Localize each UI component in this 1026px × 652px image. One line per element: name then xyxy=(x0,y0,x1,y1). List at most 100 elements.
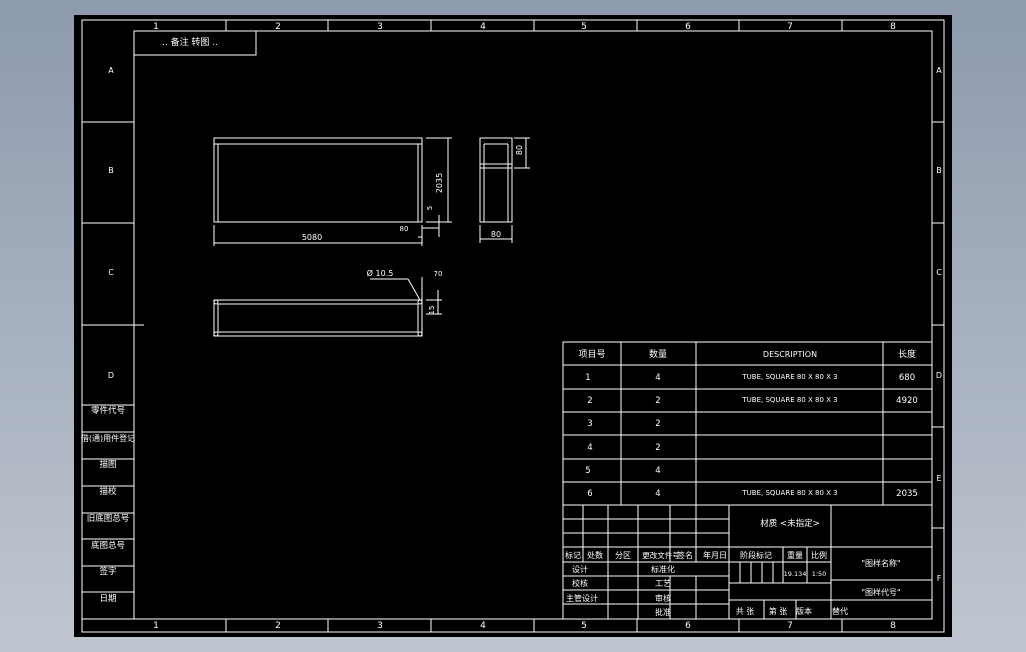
title-material: 材质 <未指定> xyxy=(760,518,819,529)
bom-row-2-length: 4920 xyxy=(896,396,918,406)
bom-row-1-desc: TUBE, SQUARE 80 X 80 X 3 xyxy=(741,373,837,381)
sheet-number: 第 张 xyxy=(769,606,788,616)
col-label-top-2: 2 xyxy=(275,22,281,32)
side-width-dim: 80 xyxy=(491,230,501,239)
col-label-bottom-5: 5 xyxy=(581,621,587,631)
side-height-dim: 80 xyxy=(515,145,524,155)
drawing-name: "图样名称" xyxy=(861,558,900,568)
drawing-number: "图样代号" xyxy=(861,587,900,597)
row-label-left-d: D xyxy=(108,371,114,380)
outer-frame xyxy=(81,19,945,633)
col-label-top-3: 3 xyxy=(377,22,383,32)
left-strip-shared-part: 借(通)用件登记 xyxy=(81,433,135,443)
left-strip-tracing: 描图 xyxy=(99,459,116,470)
stage-header: 阶段标记 xyxy=(740,550,772,560)
top-small-dim-1: 70 xyxy=(434,270,443,278)
bom-row-6-desc: TUBE, SQUARE 80 X 80 X 3 xyxy=(741,489,837,497)
side-view xyxy=(479,137,530,243)
col-label-bottom-7: 7 xyxy=(787,621,793,631)
col-label-top-4: 4 xyxy=(480,22,486,32)
bom-header-item: 项目号 xyxy=(578,349,605,360)
bom-row-6-item: 6 xyxy=(587,489,592,499)
role-reviewer: 审核 xyxy=(655,593,671,603)
title-note: .. 备注 转图 .. xyxy=(162,36,218,48)
total-sheets: 共 张 xyxy=(736,607,755,616)
bom-header-desc: DESCRIPTION xyxy=(763,350,817,359)
bom-row-2-qty: 2 xyxy=(655,396,660,406)
col-label-bottom-2: 2 xyxy=(275,621,281,631)
bom-table-grid xyxy=(562,341,933,506)
rev-header-count: 处数 xyxy=(587,550,603,560)
scale-header: 比例 xyxy=(811,550,827,560)
replaces: 替代 xyxy=(832,606,848,616)
col-label-bottom-8: 8 xyxy=(890,621,896,631)
row-label-left-a: A xyxy=(108,66,114,75)
weight-header: 重量 xyxy=(787,550,803,560)
rev-header-mark: 标记 xyxy=(565,550,581,560)
left-strip-old-base-no: 旧底图总号 xyxy=(87,513,130,524)
left-strip-date: 日期 xyxy=(99,594,116,604)
title-block-grid xyxy=(562,504,933,620)
row-label-right-d: D xyxy=(936,371,942,380)
col-label-bottom-4: 4 xyxy=(480,621,486,631)
col-label-top-7: 7 xyxy=(787,22,793,32)
col-label-top-8: 8 xyxy=(890,22,896,32)
bom-row-2-desc: TUBE, SQUARE 80 X 80 X 3 xyxy=(741,396,837,404)
left-strip xyxy=(81,404,135,620)
weight-value: 19.134 xyxy=(784,570,807,578)
col-label-bottom-6: 6 xyxy=(685,621,691,631)
front-view xyxy=(213,137,452,246)
col-label-bottom-3: 3 xyxy=(377,621,383,631)
row-label-right-e: E xyxy=(936,474,941,483)
version: 版本 xyxy=(796,606,812,616)
front-width-dim: 5080 xyxy=(302,233,322,242)
bom-row-4-qty: 2 xyxy=(655,443,660,453)
left-strip-part-code: 零件代号 xyxy=(91,405,125,416)
row-label-right-b: B xyxy=(936,166,942,175)
row-label-right-f: F xyxy=(937,574,942,583)
row-label-left-c: C xyxy=(108,268,114,277)
bom-row-3-qty: 2 xyxy=(655,419,660,429)
bom-row-5-item: 5 xyxy=(585,466,590,476)
left-strip-base-no: 底图总号 xyxy=(91,540,125,551)
role-approver: 批准 xyxy=(655,607,671,617)
front-small-dim-1: 80 xyxy=(400,225,409,233)
rev-header-zone: 分区 xyxy=(615,551,631,560)
column-markers xyxy=(225,20,843,632)
row-label-right-c: C xyxy=(936,268,942,277)
role-designer: 设计 xyxy=(572,564,588,574)
row-markers xyxy=(82,121,944,529)
inner-frame xyxy=(133,30,933,620)
role-process: 工艺 xyxy=(655,579,671,588)
bom-row-5-qty: 4 xyxy=(655,466,660,476)
bom-header-qty: 数量 xyxy=(649,348,667,360)
bom-rows: 1 4 TUBE, SQUARE 80 X 80 X 3 680 2 2 TUB… xyxy=(585,373,918,499)
front-small-dim-2: 5 xyxy=(426,206,434,210)
col-label-top-1: 1 xyxy=(153,22,159,32)
bom-row-1-length: 680 xyxy=(899,373,915,383)
bom-row-2-item: 2 xyxy=(587,396,592,406)
bom-row-4-item: 4 xyxy=(587,443,592,453)
bom-header-length: 长度 xyxy=(898,348,916,360)
top-small-dim-2: 15 xyxy=(428,306,436,315)
top-view xyxy=(213,277,442,337)
rev-header-doc: 更改文件号 xyxy=(642,550,680,560)
front-height-dim: 2035 xyxy=(435,173,444,193)
rev-header-sign: 签名 xyxy=(677,550,693,560)
bom-row-6-length: 2035 xyxy=(896,489,918,499)
drawing-sheet: 1 2 3 4 5 6 7 8 1 2 3 4 5 6 7 8 A B C D … xyxy=(74,15,952,637)
row-label-right-a: A xyxy=(936,66,942,75)
role-chief-designer: 主管设计 xyxy=(566,593,598,603)
title-note-box xyxy=(133,30,257,56)
bom-row-1-item: 1 xyxy=(585,373,590,383)
left-strip-signature: 签字 xyxy=(99,566,116,577)
left-strip-trace-check: 描校 xyxy=(99,486,117,497)
top-diameter-dim: Ø 10.5 xyxy=(367,268,394,278)
col-label-bottom-1: 1 xyxy=(153,621,159,631)
rev-header-date: 年月日 xyxy=(703,550,727,560)
col-label-top-6: 6 xyxy=(685,22,691,32)
drawing-canvas: 1 2 3 4 5 6 7 8 1 2 3 4 5 6 7 8 A B C D … xyxy=(81,19,945,633)
bom-row-6-qty: 4 xyxy=(655,489,660,499)
scale-value: 1:50 xyxy=(812,570,827,578)
role-standardization: 标准化 xyxy=(651,564,675,574)
